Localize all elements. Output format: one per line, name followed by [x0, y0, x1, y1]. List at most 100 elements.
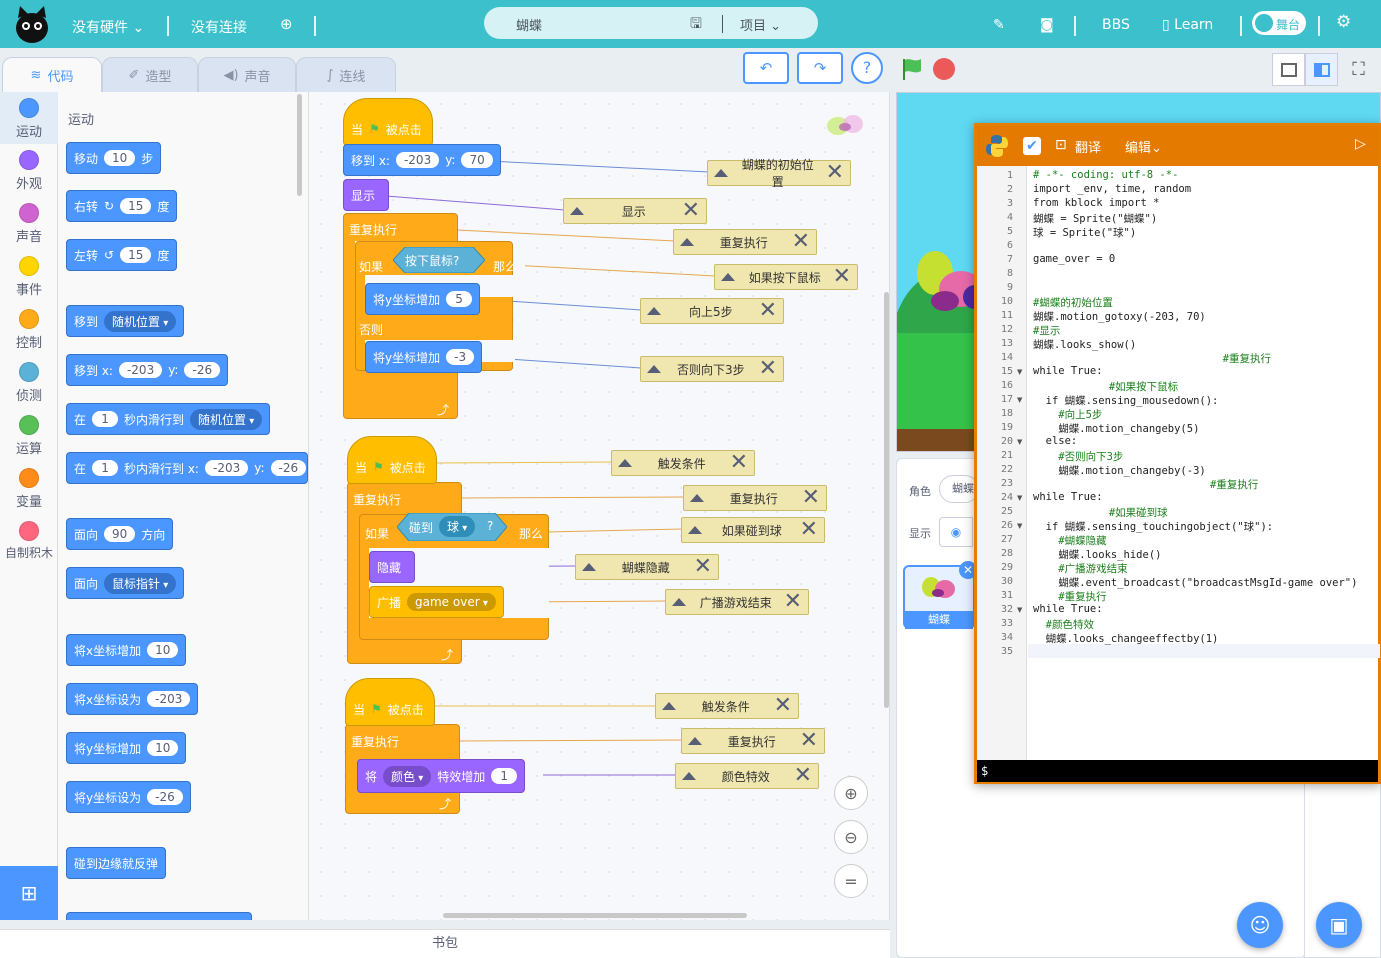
translate-button[interactable]: 翻译	[1075, 141, 1102, 156]
when-flag-clicked-block[interactable]: 当⚑被点击	[343, 98, 433, 146]
close-icon[interactable]: ✕	[758, 298, 777, 323]
block-input[interactable]: -26	[184, 362, 221, 378]
category-my-blocks[interactable]: 自制积木	[0, 521, 58, 561]
hide-block[interactable]: 隐藏	[369, 551, 415, 583]
help-button[interactable]: ?	[851, 52, 883, 84]
collapse-arrow-icon[interactable]	[714, 169, 728, 177]
fullscreen-icon[interactable]: ⛶	[1352, 59, 1365, 80]
close-icon[interactable]: ✕	[729, 450, 748, 475]
globe-icon[interactable]: ⊕	[280, 15, 293, 33]
block-point-towards[interactable]: 面向鼠标指针	[66, 567, 185, 599]
green-flag-icon[interactable]	[900, 56, 924, 85]
add-extension-button[interactable]: ⊞	[0, 866, 58, 920]
block-input[interactable]: -203	[118, 362, 163, 378]
fold-arrow-icon[interactable]: ▼	[1017, 606, 1023, 614]
fold-arrow-icon[interactable]: ▼	[1017, 368, 1023, 376]
undo-button[interactable]: ↶	[743, 52, 789, 84]
effect-dropdown[interactable]: 颜色	[383, 765, 432, 787]
tab-code[interactable]: ≋代码	[2, 57, 102, 93]
comment-note[interactable]: 显示✕	[563, 198, 707, 224]
block-input[interactable]: 1	[491, 768, 518, 784]
collapse-arrow-icon[interactable]	[688, 526, 702, 534]
category-operators[interactable]: 运算	[0, 415, 58, 457]
category-looks[interactable]: 外观	[0, 150, 58, 192]
comment-note[interactable]: 触发条件✕	[655, 693, 799, 719]
fold-arrow-icon[interactable]: ▼	[1017, 494, 1023, 502]
change-effect-block[interactable]: 将颜色特效增加1	[357, 759, 526, 793]
category-events[interactable]: 事件	[0, 256, 58, 298]
block-input[interactable]: 1	[92, 411, 119, 427]
block-dropdown[interactable]: 随机位置	[104, 310, 177, 332]
change-y-down-block[interactable]: 将y坐标增加-3	[365, 341, 483, 373]
close-icon[interactable]: ✕	[801, 485, 820, 510]
close-icon[interactable]: ✕	[825, 160, 844, 185]
hardware-menu[interactable]: 没有硬件 ⌄	[72, 17, 144, 37]
vertical-scrollbar[interactable]	[884, 292, 889, 708]
touch-target-dropdown[interactable]: 球	[439, 516, 476, 537]
comment-note[interactable]: 向上5步✕	[640, 298, 784, 324]
block-input[interactable]: 1	[92, 460, 119, 476]
block-input[interactable]: -203	[147, 691, 191, 707]
show-block[interactable]: 显示	[343, 179, 389, 211]
delete-sprite-icon[interactable]: ✕	[959, 561, 977, 579]
zoom-in-button[interactable]: ⊕	[834, 776, 868, 810]
comment-note[interactable]: 如果按下鼠标✕	[714, 264, 858, 290]
category-sensing[interactable]: 侦测	[0, 362, 58, 404]
comment-note[interactable]: 否则向下3步✕	[640, 356, 784, 382]
block-input[interactable]: 15	[120, 198, 152, 214]
block-set-y[interactable]: 将y坐标设为-26	[66, 781, 191, 813]
block-input[interactable]: 15	[120, 247, 152, 263]
close-icon[interactable]: ✕	[758, 356, 777, 381]
run-icon[interactable]: ▷	[1355, 136, 1366, 152]
collapse-arrow-icon[interactable]	[647, 365, 661, 373]
translate-icon[interactable]: ⊡	[1055, 137, 1067, 153]
tab-costume[interactable]: ✐造型	[102, 57, 198, 93]
close-icon[interactable]: ✕	[832, 264, 851, 289]
block-set-x[interactable]: 将x坐标设为-203	[66, 683, 199, 715]
comment-note[interactable]: 蝴蝶隐藏✕	[575, 554, 719, 580]
close-icon[interactable]: ✕	[783, 589, 802, 614]
zoom-reset-button[interactable]: =	[834, 864, 868, 898]
normal-stage-button[interactable]	[1305, 53, 1338, 86]
block-input[interactable]: -203	[204, 460, 249, 476]
redo-button[interactable]: ↷	[797, 52, 843, 84]
comment-note[interactable]: 颜色特效✕	[675, 763, 819, 789]
block-input[interactable]: -26	[270, 460, 307, 476]
when-flag-clicked-block[interactable]: 当⚑被点击	[347, 436, 437, 484]
block-input[interactable]: 10	[147, 642, 179, 658]
comment-note[interactable]: 广播游戏结束✕	[665, 589, 809, 615]
eye-icon[interactable]: ◉	[939, 517, 973, 547]
collapse-arrow-icon[interactable]	[680, 238, 694, 246]
horizontal-scrollbar[interactable]	[443, 913, 747, 918]
fold-arrow-icon[interactable]: ▼	[1017, 522, 1023, 530]
tab-sound[interactable]: ◀)声音	[198, 57, 296, 93]
tab-wire[interactable]: ∫连线	[296, 57, 396, 93]
block-next[interactable]	[66, 912, 252, 920]
close-icon[interactable]: ✕	[791, 229, 810, 254]
connection-button[interactable]: 没有连接	[191, 20, 247, 36]
edit-menu[interactable]: 编辑⌄	[1125, 141, 1162, 156]
category-variables[interactable]: 变量	[0, 468, 58, 510]
block-input[interactable]: 70	[461, 152, 493, 168]
sprite-name-input[interactable]: 蝴蝶	[939, 475, 979, 503]
bbs-link[interactable]: BBS	[1102, 17, 1130, 33]
add-sprite-button[interactable]: ☺	[1237, 902, 1283, 948]
block-input[interactable]: 5	[446, 291, 473, 307]
block-dropdown[interactable]: 随机位置	[190, 408, 263, 430]
category-control[interactable]: 控制	[0, 309, 58, 351]
logo-icon[interactable]	[14, 4, 50, 44]
comment-note[interactable]: 如果碰到球✕	[681, 517, 825, 543]
palette-scrollbar[interactable]	[297, 94, 302, 196]
block-bounce[interactable]: 碰到边缘就反弹	[66, 847, 167, 879]
